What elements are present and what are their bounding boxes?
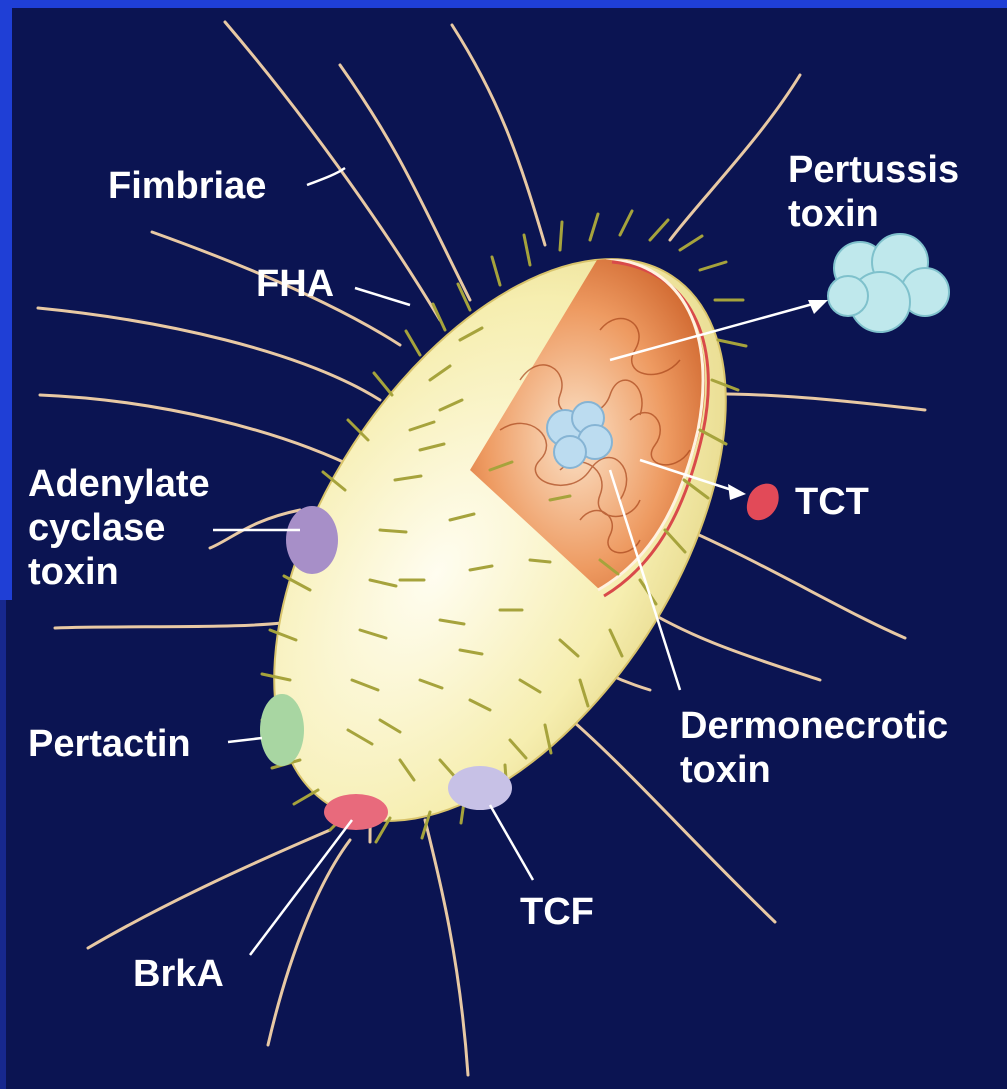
label-brka: BrkA — [133, 952, 224, 996]
label-adenylate-cyclase-toxin: Adenylate cyclase toxin — [28, 462, 210, 594]
label-pertactin: Pertactin — [28, 722, 191, 766]
pertactin-shape — [260, 694, 304, 766]
dermonecrotic-toxin-shape — [547, 402, 612, 468]
arrowheads — [728, 300, 828, 500]
brka-shape — [324, 794, 388, 830]
label-dermonecrotic-toxin: Dermonecrotic toxin — [680, 704, 948, 792]
label-tcf: TCF — [520, 890, 594, 934]
label-fimbriae: Fimbriae — [108, 164, 266, 208]
tct-shape — [747, 484, 779, 521]
tcf-shape — [448, 766, 512, 810]
label-fha: FHA — [256, 262, 334, 306]
label-pertussis-toxin: Pertussis toxin — [788, 148, 959, 236]
adenylate-cyclase-toxin-shape — [286, 506, 338, 574]
pertussis-toxin-shape — [828, 234, 949, 332]
label-tct: TCT — [795, 480, 869, 524]
